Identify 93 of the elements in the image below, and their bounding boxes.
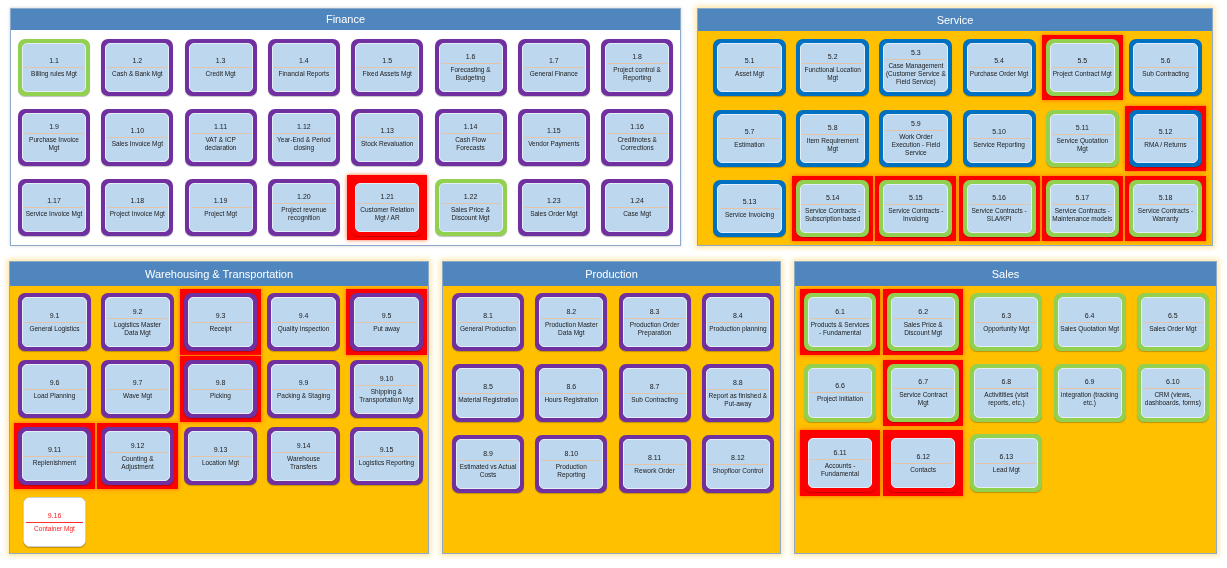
section-title: Finance <box>325 13 366 26</box>
module-tile <box>601 179 674 236</box>
module-tile <box>434 179 507 236</box>
section-panel <box>697 8 1213 246</box>
module-tile <box>267 293 340 351</box>
module-tile <box>517 39 590 96</box>
module-tile <box>618 293 691 351</box>
module-tile <box>970 293 1043 351</box>
section-title: Sales <box>991 267 1020 281</box>
module-tile <box>962 109 1036 167</box>
module-tile <box>879 109 953 167</box>
module-tile <box>713 109 786 167</box>
section-panel <box>794 261 1217 554</box>
module-tile <box>517 109 590 166</box>
module-tile <box>18 109 90 166</box>
module-tile <box>184 293 257 351</box>
module-tile <box>1045 180 1119 237</box>
module-tile <box>970 363 1043 422</box>
module-tile <box>535 364 608 422</box>
module-tile <box>184 109 257 166</box>
module-tile <box>18 179 90 236</box>
module-tile <box>267 179 340 236</box>
module-tile <box>23 497 86 547</box>
module-tile <box>350 360 423 418</box>
section-title: Service <box>936 13 974 27</box>
module-tile <box>267 39 340 96</box>
module-tile <box>601 39 674 96</box>
module-tile <box>879 39 953 96</box>
module-tile <box>535 293 608 351</box>
module-tile <box>184 179 257 236</box>
module-tile <box>701 435 774 493</box>
section-title: Warehousing & Transportation <box>144 267 294 281</box>
module-tile <box>1045 109 1119 167</box>
module-tile <box>879 180 953 237</box>
module-tile <box>962 180 1036 237</box>
section-panel <box>9 261 429 554</box>
module-tile <box>1129 180 1202 237</box>
module-tile <box>887 363 960 422</box>
module-tile <box>796 180 870 237</box>
module-tile <box>535 435 608 493</box>
module-tile <box>1136 293 1209 351</box>
module-tile <box>351 39 424 96</box>
module-tile <box>713 180 786 237</box>
module-tile <box>517 179 590 236</box>
module-tile <box>1053 293 1126 351</box>
module-tile <box>267 427 340 485</box>
module-tile <box>101 360 174 418</box>
module-tile <box>701 364 774 422</box>
section-title: Production <box>585 267 638 281</box>
module-tile <box>101 179 174 236</box>
module-tile <box>618 364 691 422</box>
module-tile <box>434 39 507 96</box>
module-tile <box>601 109 674 166</box>
module-tile <box>887 434 960 492</box>
module-tile <box>962 39 1036 96</box>
module-tile <box>18 293 91 351</box>
module-tile <box>350 293 423 351</box>
module-tile <box>452 364 524 422</box>
module-tile <box>267 360 340 418</box>
module-tile <box>1129 39 1202 96</box>
module-tile <box>18 427 91 485</box>
module-tile <box>101 39 174 96</box>
module-tile <box>101 293 174 351</box>
module-tile <box>452 293 524 351</box>
module-tile <box>101 427 174 485</box>
section-panel <box>442 261 781 554</box>
module-tile <box>267 109 340 166</box>
module-tile <box>184 360 257 418</box>
module-tile <box>351 179 424 236</box>
module-tile <box>351 109 424 166</box>
module-tile <box>1045 39 1119 96</box>
module-tile <box>970 434 1043 492</box>
module-tile <box>184 39 257 96</box>
module-tile <box>804 363 876 422</box>
module-tile <box>434 109 507 166</box>
module-tile <box>796 39 870 96</box>
section-panel <box>10 8 681 246</box>
module-tile <box>452 435 524 493</box>
module-tile <box>1053 363 1126 422</box>
module-tile <box>1136 363 1209 422</box>
module-tile <box>804 293 876 351</box>
module-tile <box>618 435 691 493</box>
module-tile <box>101 109 174 166</box>
module-tile <box>713 39 786 96</box>
module-tile <box>18 360 91 418</box>
module-tile <box>1129 109 1202 167</box>
module-tile <box>804 434 876 492</box>
module-tile <box>701 293 774 351</box>
module-tile <box>350 427 423 485</box>
module-tile <box>18 39 90 96</box>
module-tile <box>796 109 870 167</box>
module-tile <box>887 293 960 351</box>
module-tile <box>184 427 257 485</box>
